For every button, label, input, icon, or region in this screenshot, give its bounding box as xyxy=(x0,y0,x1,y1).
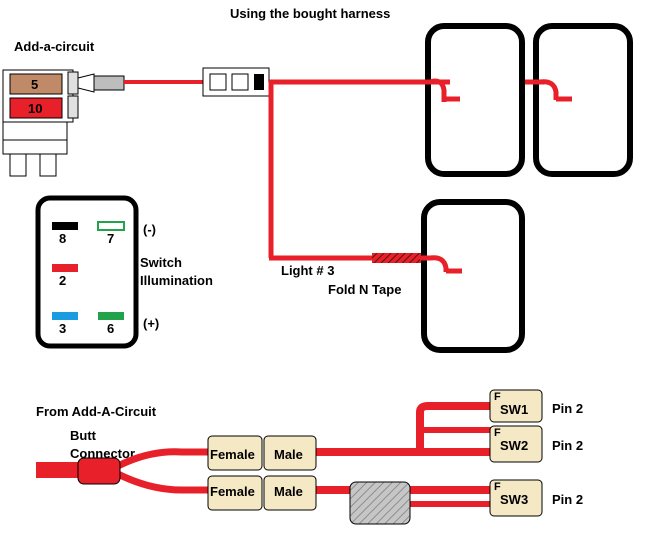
inline-connector xyxy=(202,67,270,97)
fuse-top-label: 5 xyxy=(31,77,38,92)
pin-8-black xyxy=(52,222,78,230)
sw2-pin-label: Pin 2 xyxy=(552,438,583,453)
add-a-circuit-fuse-tap: 5 10 xyxy=(2,69,125,177)
male-label-lower: Male xyxy=(274,484,303,499)
butt-connector xyxy=(77,457,121,485)
sw1-connector: F SW1 xyxy=(489,389,543,423)
positive-label: (+) xyxy=(143,316,159,331)
connector-label: Connector xyxy=(70,446,135,461)
pin-3-blue xyxy=(52,312,78,320)
sw1-f-mark: F xyxy=(494,391,501,403)
lower-connector-pair: Female Male xyxy=(207,475,317,511)
illumination-label: Illumination xyxy=(140,273,213,288)
light-wire-entries xyxy=(420,78,572,274)
pin-7-white-green xyxy=(97,221,125,231)
sw3-f-mark: F xyxy=(494,481,501,493)
pin-2-label: 2 xyxy=(59,273,66,288)
fuse-bottom-label: 10 xyxy=(28,101,42,116)
switch-pinout: 8 7 2 3 6 xyxy=(35,195,139,349)
male-connector-lower xyxy=(263,475,317,511)
sw2-f-mark: F xyxy=(494,427,501,439)
light-housing-3 xyxy=(421,199,525,353)
light-feed-wires xyxy=(268,78,572,274)
pin-3-label: 3 xyxy=(59,321,66,336)
add-a-circuit-label: Add-a-circuit xyxy=(14,39,95,54)
pin-6-green xyxy=(98,312,124,320)
butt-label: Butt xyxy=(70,428,97,443)
sw1-pin-label: Pin 2 xyxy=(552,401,583,416)
pin-7-label: 7 xyxy=(107,231,114,246)
female-label-upper: Female xyxy=(210,447,255,462)
sw2-connector: F SW2 xyxy=(489,425,543,463)
sw3-label: SW3 xyxy=(500,492,528,507)
pin-2-red xyxy=(52,264,78,272)
light-housing-1 xyxy=(425,23,525,177)
tape-wrap xyxy=(349,481,411,525)
pin-6-label: 6 xyxy=(107,321,114,336)
switch-label: Switch xyxy=(140,255,182,270)
from-add-a-circuit-label: From Add-A-Circuit xyxy=(36,404,157,419)
fold-n-tape-label: Fold N Tape xyxy=(328,282,401,297)
negative-label: (-) xyxy=(143,222,156,237)
light-housing-2 xyxy=(533,23,633,177)
female-connector-lower xyxy=(207,475,263,511)
diagram-title: Using the bought harness xyxy=(230,6,390,21)
male-connector-upper xyxy=(263,435,317,471)
fuse-10-amp xyxy=(9,97,63,119)
sw3-pin-label: Pin 2 xyxy=(552,492,583,507)
fold-tape-section xyxy=(372,253,430,263)
sw2-label: SW2 xyxy=(500,438,528,453)
crimp-sleeve xyxy=(93,75,125,91)
pin-8-label: 8 xyxy=(59,231,66,246)
fuse-5-amp xyxy=(9,73,63,95)
light-3-label: Light # 3 xyxy=(281,263,334,278)
male-label-upper: Male xyxy=(274,447,303,462)
sw1-label: SW1 xyxy=(500,402,528,417)
female-connector-upper xyxy=(207,435,263,471)
sw3-connector: F SW3 xyxy=(489,479,543,517)
upper-connector-pair: Female Male xyxy=(207,435,317,471)
female-label-lower: Female xyxy=(210,484,255,499)
